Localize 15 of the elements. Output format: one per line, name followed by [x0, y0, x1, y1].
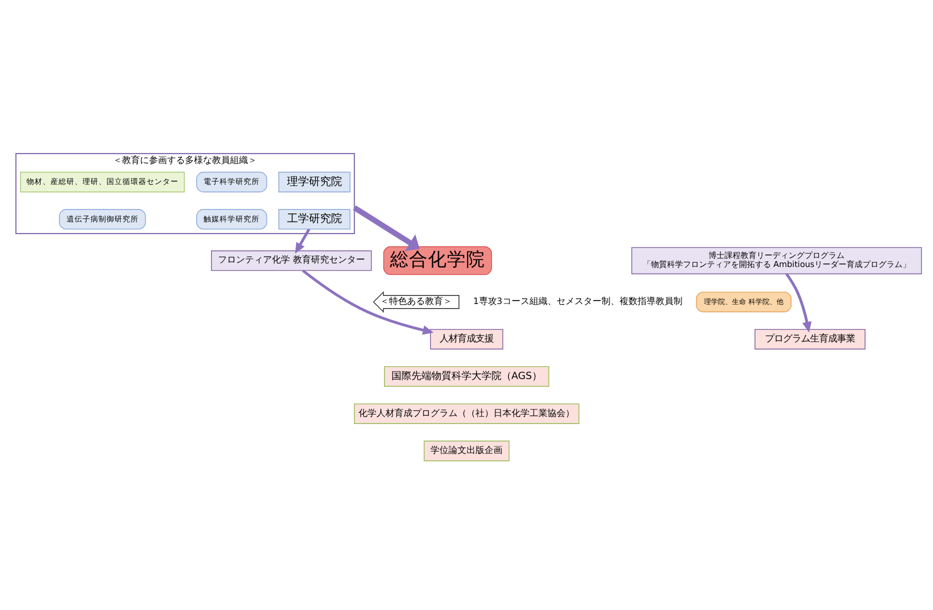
node-box: プログラム生育成事業 — [754, 328, 866, 350]
node-box: 学位論文出版企画 — [424, 440, 510, 462]
node-box: 総合化学院 — [383, 246, 492, 276]
arrow — [302, 269, 434, 335]
node-box: 化学人材育成プログラム（（社）日本化学工業協会） — [354, 403, 580, 424]
arrow — [295, 228, 310, 254]
node-box: 国際先端物質科学大学院（AGS） — [384, 366, 550, 387]
node-box: 人材育成支援 — [430, 328, 504, 350]
node-box: フロンティア化学 教育研究センター — [211, 250, 372, 271]
node-box: 理学研究院 — [278, 172, 350, 192]
node-box: 博士課程教育リーディングプログラム 「物質科学フロンティアを開拓する Ambitiousリーダー育成プログラム」 — [631, 247, 922, 274]
arrow — [352, 205, 420, 252]
label: 1専攻3コース組織、セメスター制、複数指導教員制 — [473, 297, 682, 308]
arrow — [785, 273, 812, 333]
node-box: 工学研究院 — [278, 209, 350, 230]
